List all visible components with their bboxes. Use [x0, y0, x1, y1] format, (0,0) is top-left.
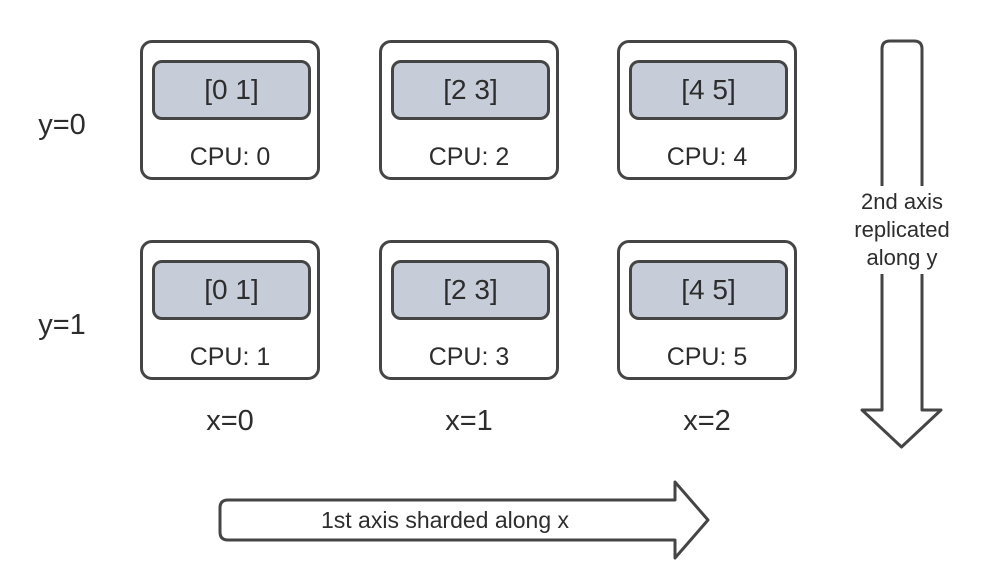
row-label-y0: y=0 — [38, 109, 86, 141]
device-box-cpu5: [4 5] CPU: 5 — [617, 240, 797, 380]
right-arrow-shape — [218, 480, 710, 560]
cpu-label: CPU: 0 — [189, 143, 271, 171]
caption-line-2: replicated — [854, 217, 950, 242]
caption-line-1: 2nd axis — [861, 189, 943, 214]
col-label-x2: x=2 — [683, 405, 731, 437]
device-box-cpu3: [2 3] CPU: 3 — [379, 240, 559, 380]
cpu-label: CPU: 1 — [189, 343, 271, 371]
caption-line-3: along y — [866, 245, 938, 270]
cpu-label: CPU: 3 — [428, 343, 510, 371]
device-box-cpu0: [0 1] CPU: 0 — [140, 40, 320, 180]
cpu-label: CPU: 5 — [666, 343, 748, 371]
shard-data: [0 1] — [152, 60, 311, 120]
replicated-axis-caption: 2nd axis replicated along y — [843, 186, 961, 274]
cpu-label: CPU: 2 — [428, 143, 510, 171]
shard-data: [4 5] — [629, 260, 788, 320]
col-label-x0: x=0 — [206, 405, 254, 437]
sharded-axis-caption: 1st axis sharded along x — [320, 507, 570, 533]
shard-data: [0 1] — [152, 260, 311, 320]
shard-data: [2 3] — [391, 60, 550, 120]
row-label-y1: y=1 — [38, 309, 86, 341]
shard-data: [2 3] — [391, 260, 550, 320]
shard-data: [4 5] — [629, 60, 788, 120]
device-box-cpu1: [0 1] CPU: 1 — [140, 240, 320, 380]
col-label-x1: x=1 — [445, 405, 493, 437]
device-box-cpu4: [4 5] CPU: 4 — [617, 40, 797, 180]
device-box-cpu2: [2 3] CPU: 2 — [379, 40, 559, 180]
cpu-label: CPU: 4 — [666, 143, 748, 171]
